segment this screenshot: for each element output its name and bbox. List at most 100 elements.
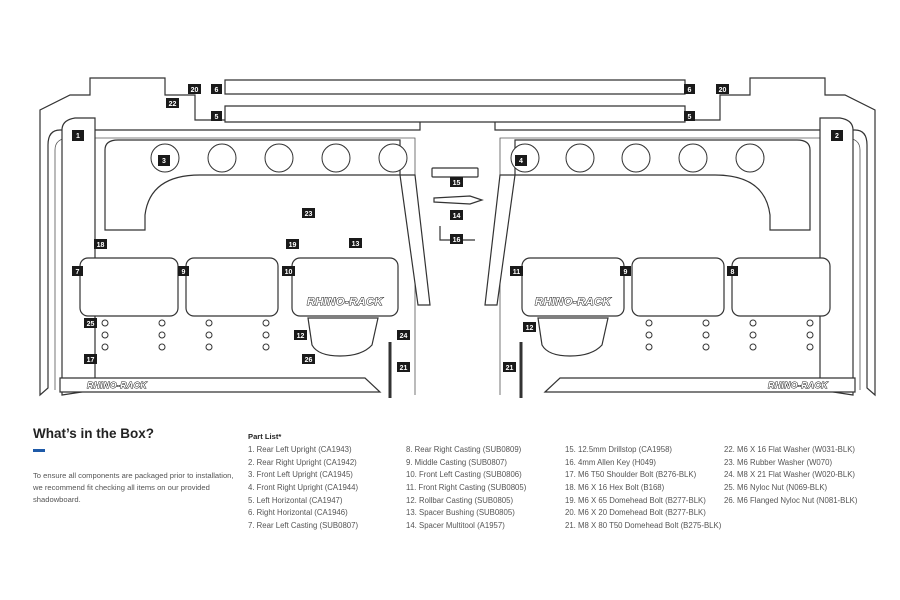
part-item: 21. M8 X 80 T50 Domehead Bolt (B275-BLK) [565, 521, 722, 531]
part-item: 2. Rear Right Upright (CA1942) [248, 457, 357, 467]
rear-right-upright-shape [819, 117, 854, 396]
front-left-upright-shape [104, 139, 401, 231]
label-9-right: 9 [620, 266, 631, 276]
label-15: 15 [450, 177, 463, 187]
svg-text:14: 14 [453, 213, 461, 220]
part-item: 17. M6 T50 Shoulder Bolt (B276-BLK) [565, 470, 697, 480]
svg-text:16: 16 [453, 237, 461, 244]
label-9-left: 9 [178, 266, 189, 276]
svg-text:23: 23 [305, 211, 313, 218]
part-item: 4. Front Right Upright (CA1944) [248, 483, 359, 493]
label-12-right: 12 [523, 322, 536, 332]
part-list-heading: Part List* [248, 432, 282, 441]
svg-text:8: 8 [731, 269, 735, 276]
part-item: 20. M6 X 20 Domehead Bolt (B277-BLK) [565, 508, 706, 518]
svg-text:5: 5 [688, 114, 692, 121]
svg-text:12: 12 [297, 333, 305, 340]
front-right-upright-shape [514, 139, 811, 231]
part-item: 13. Spacer Bushing (SUB0805) [406, 508, 515, 518]
part-item: 18. M6 X 16 Hex Bolt (B168) [565, 483, 665, 493]
svg-text:6: 6 [215, 87, 219, 94]
middle-casting-right-shape [631, 257, 725, 317]
rear-left-casting-shape [79, 257, 179, 317]
part-item: 15. 12.5mm Drillstop (CA1958) [565, 445, 673, 454]
part-item: 26. M6 Flanged Nyloc Nut (N081-BLK) [724, 495, 858, 505]
svg-text:17: 17 [87, 357, 95, 364]
part-item: 5. Left Horizontal (CA1947) [248, 495, 343, 505]
svg-text:3: 3 [162, 158, 166, 165]
svg-text:10: 10 [285, 269, 293, 276]
label-5-right: 5 [684, 111, 695, 121]
part-item: 11. Front Right Casting (SUB0805) [406, 483, 527, 493]
label-18: 18 [94, 239, 107, 249]
middle-casting-left-shape [185, 257, 279, 317]
label-24: 24 [397, 330, 410, 340]
right-arm [484, 174, 516, 306]
label-2: 2 [831, 130, 843, 141]
label-19: 19 [286, 239, 299, 249]
svg-text:26: 26 [305, 357, 313, 364]
hardware-washers [101, 319, 814, 351]
svg-text:21: 21 [506, 365, 514, 372]
svg-text:7: 7 [76, 269, 80, 276]
front-right-casting-shape [521, 257, 625, 317]
part-item: 22. M6 X 16 Flat Washer (W031-BLK) [724, 445, 856, 454]
right-bottom-bar [543, 377, 856, 393]
part-item: 12. Rollbar Casting (SUB0805) [406, 495, 514, 505]
svg-text:18: 18 [97, 242, 105, 249]
label-16: 16 [450, 234, 463, 244]
svg-text:9: 9 [182, 269, 186, 276]
spacer-multitool-shape [433, 195, 484, 205]
brand-text-right-bar: RHINO-RACK [768, 380, 828, 390]
label-21-right: 21 [503, 362, 516, 372]
part-item: 8. Rear Right Casting (SUB0809) [406, 445, 522, 454]
brand-text-left-bar: RHINO-RACK [87, 380, 147, 390]
label-22: 22 [166, 98, 179, 108]
part-item: 9. Middle Casting (SUB0807) [406, 457, 507, 467]
svg-text:22: 22 [169, 101, 177, 108]
brand-text-right-casting: RHINO-RACK [535, 296, 611, 308]
part-list-column-2: 8. Rear Right Casting (SUB0809) 9. Middl… [406, 444, 526, 533]
left-arm [399, 174, 431, 306]
front-left-casting-shape [291, 257, 399, 317]
part-item: 19. M6 X 65 Domehead Bolt (B277-BLK) [565, 495, 706, 505]
label-5-left: 5 [211, 111, 222, 121]
brand-text-left-casting: RHINO-RACK [307, 296, 383, 308]
part-item: 10. Front Left Casting (SUB0806) [406, 470, 522, 480]
label-6-left: 6 [211, 84, 222, 94]
rear-right-casting-shape [731, 257, 831, 317]
rear-left-upright-shape [61, 117, 96, 396]
svg-text:5: 5 [215, 114, 219, 121]
label-21-left: 21 [397, 362, 410, 372]
allen-key-shape [439, 226, 475, 241]
part-item: 24. M8 X 21 Flat Washer (W020-BLK) [724, 470, 856, 480]
svg-text:1: 1 [76, 133, 80, 140]
svg-text:21: 21 [400, 365, 408, 372]
intro-paragraph: To ensure all components are packaged pr… [33, 471, 234, 504]
label-11: 11 [510, 266, 523, 276]
svg-text:15: 15 [453, 180, 461, 187]
drillstop-shape [431, 167, 479, 178]
label-3: 3 [158, 155, 170, 166]
label-12-left: 12 [294, 330, 307, 340]
svg-text:13: 13 [352, 241, 360, 248]
left-board-outline [39, 77, 421, 397]
horizontal-bar-bottom [224, 105, 686, 123]
svg-text:25: 25 [87, 321, 95, 328]
part-item: 16. 4mm Allen Key (H049) [565, 457, 657, 467]
rollbar-casting-left-shape [307, 317, 379, 357]
svg-text:20: 20 [719, 87, 727, 94]
svg-text:24: 24 [400, 333, 408, 340]
label-6-right: 6 [684, 84, 695, 94]
svg-text:2: 2 [835, 133, 839, 140]
svg-text:20: 20 [191, 87, 199, 94]
left-bottom-bar [59, 377, 382, 393]
svg-text:4: 4 [519, 158, 523, 165]
label-23: 23 [302, 208, 315, 218]
part-item: 7. Rear Left Casting (SUB0807) [248, 521, 359, 531]
heading-accent-bar [33, 449, 45, 452]
part-item: 23. M6 Rubber Washer (W070) [724, 457, 833, 467]
label-26: 26 [302, 354, 315, 364]
svg-text:12: 12 [526, 325, 534, 332]
svg-text:11: 11 [513, 269, 521, 276]
